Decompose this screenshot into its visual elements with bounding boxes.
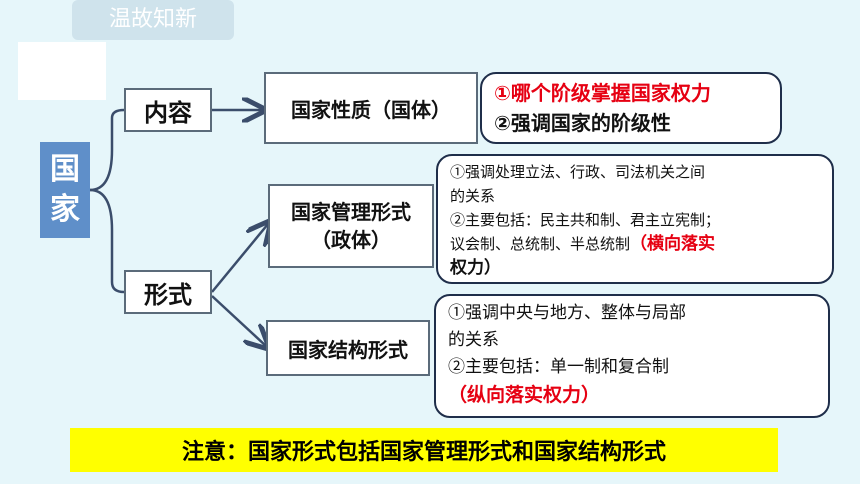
management-line-5-red: 权力） <box>450 258 501 278</box>
management-title: 国家管理形式 <box>291 200 411 224</box>
structure-line-3: ②主要包括：单一制和复合制 <box>448 357 669 377</box>
note-nature: ①哪个阶级掌握国家权力 ②强调国家的阶级性 <box>480 72 782 144</box>
root-char-2: 家 <box>50 192 80 227</box>
notice-banner: 注意：国家形式包括国家管理形式和国家结构形式 <box>70 428 778 472</box>
management-line-2: 的关系 <box>450 187 496 205</box>
branch-form: 形式 <box>124 270 212 314</box>
root-char-1: 国 <box>50 152 80 187</box>
management-line-1: ①强调处理立法、行政、司法机关之间 <box>450 163 706 181</box>
management-line-4-red: （横向落实 <box>630 234 716 254</box>
node-management-form: 国家管理形式 （政体） <box>268 184 434 268</box>
structure-line-1: ①强调中央与地方、整体与局部 <box>448 303 686 323</box>
tab-title: 温故知新 <box>72 0 234 40</box>
node-structure-form: 国家结构形式 <box>266 320 430 376</box>
root-to-form-line <box>89 188 125 294</box>
management-line-3: ②主要包括：民主共和制、君主立宪制； <box>450 211 721 229</box>
management-line-4: 议会制、总统制、半总统制（横向落实 <box>450 232 832 256</box>
management-line-4-text: 议会制、总统制、半总统制 <box>450 235 631 253</box>
node-state-nature: 国家性质（国体） <box>264 72 478 144</box>
blank-area <box>18 42 106 100</box>
structure-line-4-red: （纵向落实权力） <box>448 384 601 406</box>
nature-item-2: ②强调国家的阶级性 <box>494 111 671 135</box>
note-structure: ①强调中央与地方、整体与局部 的关系 ②主要包括：单一制和复合制 （纵向落实权力… <box>434 294 830 418</box>
root-node-guojia: 国 家 <box>40 142 90 238</box>
form-to-management-arrow <box>211 224 268 293</box>
form-to-structure-arrow <box>211 295 266 346</box>
nature-item-1: ①哪个阶级掌握国家权力 <box>494 81 711 105</box>
note-management: ①强调处理立法、行政、司法机关之间 的关系 ②主要包括：民主共和制、君主立宪制；… <box>436 154 834 284</box>
structure-line-2: 的关系 <box>448 330 499 350</box>
root-to-content-line <box>89 108 125 192</box>
management-subtitle: （政体） <box>311 228 391 252</box>
branch-content: 内容 <box>124 88 212 132</box>
